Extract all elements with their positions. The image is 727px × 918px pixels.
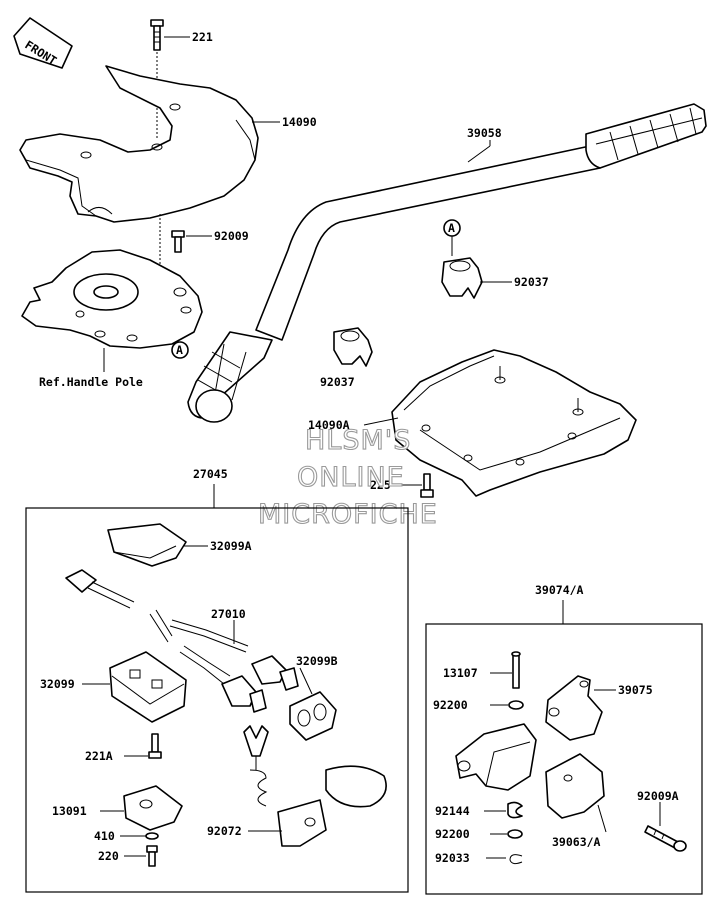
cover-14090 — [19, 65, 259, 223]
bolt-220 — [146, 845, 158, 867]
cover-32099A — [107, 523, 187, 567]
label-92037-right: 92037 — [514, 275, 549, 289]
watermark-line-1: HLSM'S — [305, 425, 411, 456]
label-92200-a: 92200 — [433, 698, 468, 712]
label-32099B: 32099B — [296, 654, 338, 668]
case-32099 — [109, 651, 187, 723]
washer-92200-b — [507, 829, 523, 839]
watermark-line-3: MICROFICHE — [258, 499, 438, 530]
harness-27010 — [65, 569, 299, 713]
label-13107: 13107 — [443, 666, 478, 680]
label-92037-mid: 92037 — [320, 375, 355, 389]
washer-410 — [145, 832, 159, 840]
label-13091: 13091 — [52, 804, 87, 818]
label-92144: 92144 — [435, 804, 470, 818]
label-92200-b: 92200 — [435, 827, 470, 841]
label-92009A: 92009A — [637, 789, 679, 803]
label-92072: 92072 — [207, 824, 242, 838]
label-14090A: 14090A — [308, 418, 350, 432]
handlebar-39058 — [187, 103, 707, 423]
label-39058: 39058 — [467, 126, 502, 140]
front-arrow-icon: FRONT — [13, 17, 73, 69]
label-39074A: 39074/A — [535, 583, 584, 597]
ref-handle-pole-label: Ref.Handle Pole — [39, 375, 143, 389]
label-32099: 32099 — [40, 677, 75, 691]
label-221: 221 — [192, 30, 213, 44]
label-220: 220 — [98, 849, 119, 863]
label-92009: 92009 — [214, 229, 249, 243]
watermark-line-2: ONLINE — [297, 462, 405, 493]
marker-a-left — [171, 341, 189, 359]
label-225: 225 — [370, 478, 391, 492]
label-39075: 39075 — [618, 683, 653, 697]
screw-221A — [148, 733, 162, 759]
screw-225 — [420, 473, 434, 498]
clip-92033 — [509, 854, 523, 865]
handle-pole-plate — [21, 249, 203, 349]
holder-92037-mid — [333, 327, 373, 367]
bolt-92009A — [644, 825, 687, 852]
switch-92072 — [243, 725, 387, 847]
cover-39063A — [545, 753, 605, 819]
base-14090A — [391, 349, 637, 497]
label-410: 410 — [94, 829, 115, 843]
label-27045: 27045 — [193, 467, 228, 481]
marker-a-left-text: A — [176, 343, 183, 357]
screw-92009 — [171, 230, 185, 253]
bracket-13091 — [123, 785, 183, 831]
label-27010: 27010 — [211, 607, 246, 621]
marker-a-right-text: A — [448, 221, 455, 235]
grommet-32099B — [289, 691, 337, 741]
assembly-box-39074A — [425, 623, 703, 895]
holder-92037-right — [441, 257, 483, 299]
label-92033: 92033 — [435, 851, 470, 865]
throttle-housing — [455, 723, 537, 791]
spring-92144 — [507, 801, 523, 819]
label-221A: 221A — [85, 749, 113, 763]
screw-221 — [150, 19, 164, 51]
washer-92200-a — [508, 700, 524, 710]
assembly-box-27045 — [25, 507, 409, 893]
lever-39075 — [545, 675, 603, 741]
label-14090: 14090 — [282, 115, 317, 129]
label-32099A: 32099A — [210, 539, 252, 553]
pin-13107 — [511, 651, 521, 689]
label-39063A: 39063/A — [552, 835, 601, 849]
